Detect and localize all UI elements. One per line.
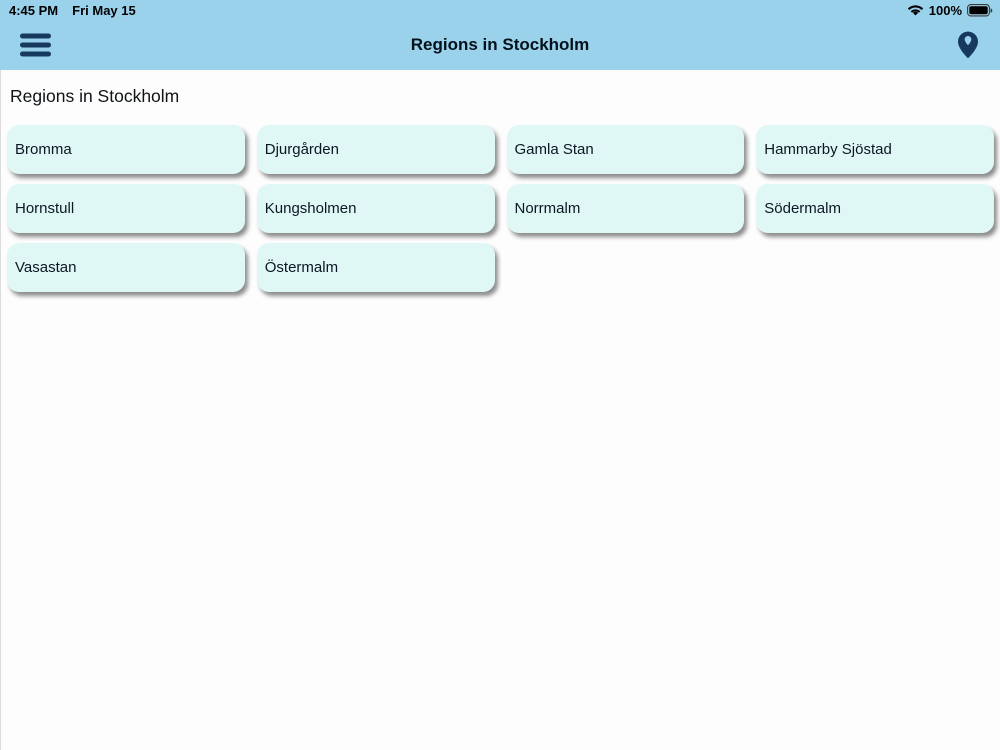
region-button[interactable]: Vasastan bbox=[7, 243, 245, 292]
region-button[interactable]: Gamla Stan bbox=[506, 125, 745, 174]
region-button[interactable]: Norrmalm bbox=[506, 184, 745, 233]
wifi-icon bbox=[907, 4, 924, 16]
region-button[interactable]: Bromma bbox=[7, 125, 245, 174]
region-button[interactable]: Hammarby Sjöstad bbox=[756, 125, 994, 174]
region-button[interactable]: Östermalm bbox=[256, 243, 495, 292]
region-button[interactable]: Södermalm bbox=[756, 184, 994, 233]
hamburger-bar bbox=[20, 51, 51, 57]
region-button[interactable]: Djurgården bbox=[256, 125, 495, 174]
battery-icon bbox=[967, 3, 993, 17]
battery-percent: 100% bbox=[928, 2, 962, 18]
status-date: Fri May 15 bbox=[72, 2, 136, 18]
status-bar-right: 100% bbox=[907, 3, 993, 18]
content-heading: Regions in Stockholm bbox=[10, 86, 180, 106]
status-time: 4:45 PM bbox=[9, 2, 59, 18]
hamburger-menu-icon[interactable] bbox=[20, 33, 51, 57]
status-bar: 4:45 PM Fri May 15 100% bbox=[0, 0, 1000, 20]
nav-bar: Regions in Stockholm bbox=[0, 20, 1000, 70]
region-button[interactable]: Hornstull bbox=[7, 184, 245, 233]
page-title: Regions in Stockholm bbox=[410, 35, 590, 54]
status-bar-left: 4:45 PM Fri May 15 bbox=[9, 3, 136, 18]
hamburger-bar bbox=[20, 33, 51, 39]
location-pin-icon[interactable] bbox=[958, 31, 978, 59]
region-button[interactable]: Kungsholmen bbox=[256, 184, 495, 233]
hamburger-bar bbox=[20, 42, 51, 48]
